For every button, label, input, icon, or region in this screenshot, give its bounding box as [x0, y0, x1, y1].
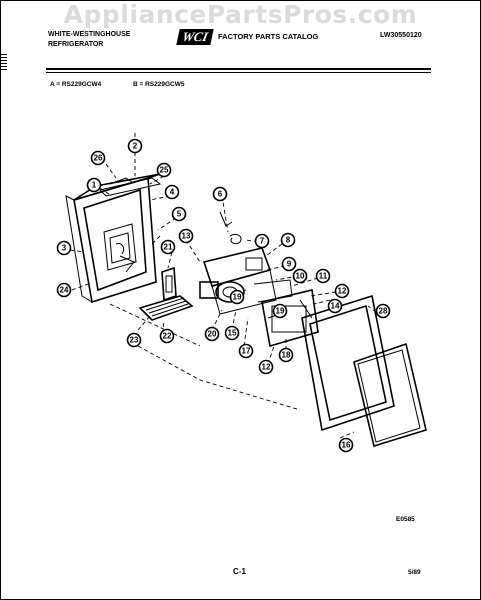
svg-text:8: 8: [286, 236, 291, 245]
svg-text:14: 14: [331, 302, 340, 311]
callout-27: 26: [90, 150, 106, 166]
svg-text:28: 28: [379, 307, 388, 316]
svg-text:12: 12: [262, 363, 271, 372]
binding-marks: [0, 54, 7, 76]
leader-lines: [69, 133, 377, 439]
svg-text:2: 2: [133, 142, 138, 151]
callout-2: 2: [127, 138, 143, 154]
header-rule: [46, 68, 431, 70]
svg-text:7: 7: [260, 237, 265, 246]
svg-text:15: 15: [228, 329, 237, 338]
svg-text:10: 10: [296, 272, 305, 281]
callout-4: 4: [164, 184, 180, 200]
callout-12: 12: [334, 283, 350, 299]
callout-16: 16: [338, 437, 354, 453]
callout-23: 22: [159, 328, 175, 344]
callout-11: 11: [315, 268, 331, 284]
svg-text:5: 5: [177, 210, 182, 219]
callout-10: 10: [292, 268, 308, 284]
svg-text:9: 9: [287, 260, 292, 269]
svg-text:12: 12: [338, 287, 347, 296]
spring-clip: [219, 211, 242, 245]
svg-text:11: 11: [319, 272, 328, 281]
model-b: B = RS229GCW5: [133, 81, 185, 88]
header-rule-thin: [46, 72, 431, 73]
callout-18: 18: [278, 347, 294, 363]
callout-22: 21: [160, 239, 176, 255]
page-number: C-1: [233, 567, 246, 576]
callout-1: 1: [86, 177, 102, 193]
callout-24: 23: [126, 332, 142, 348]
switch-bracket: [161, 266, 177, 302]
door-gasket-frame: [301, 294, 395, 432]
svg-text:16: 16: [342, 441, 351, 450]
svg-text:19: 19: [276, 307, 285, 316]
svg-text:20: 20: [208, 330, 217, 339]
catalog-title: FACTORY PARTS CATALOG: [218, 32, 319, 41]
callout-5: 5: [171, 206, 187, 222]
svg-text:17: 17: [242, 347, 251, 356]
diagram-code: E0585: [396, 516, 415, 523]
svg-text:21: 21: [164, 243, 173, 252]
door-panel: [353, 342, 427, 448]
top-cover: [73, 173, 162, 201]
callout-14: 14: [327, 298, 343, 314]
product-type: REFRIGERATOR: [48, 41, 104, 48]
callout-7: 7: [254, 233, 270, 249]
svg-text:3: 3: [62, 244, 67, 253]
catalog-number: LW30550120: [380, 32, 422, 39]
callout-13: 13: [178, 228, 194, 244]
svg-text:23: 23: [130, 336, 139, 345]
brand-name: WHITE-WESTINGHOUSE: [48, 31, 131, 38]
callout-26: 25: [156, 162, 172, 178]
callout-15: 15: [224, 325, 240, 341]
svg-text:4: 4: [170, 188, 175, 197]
svg-text:18: 18: [282, 351, 291, 360]
callout-8: 8: [280, 232, 296, 248]
model-a: A = RS229GCW4: [50, 81, 102, 88]
callout-6: 6: [212, 186, 228, 202]
svg-text:19: 19: [233, 293, 242, 302]
callout-25: 24: [56, 282, 72, 298]
drip-tray-grille: [138, 295, 194, 321]
callout-21: 20: [204, 326, 220, 342]
callout-20: 19: [229, 289, 245, 305]
svg-text:24: 24: [60, 286, 69, 295]
callout-12-lower: 12: [258, 359, 274, 375]
callout-19: 19: [272, 303, 288, 319]
callout-9: 9: [281, 256, 297, 272]
control-module: [261, 289, 319, 348]
callout-17: 17: [238, 343, 254, 359]
svg-text:6: 6: [218, 190, 223, 199]
callout-28: 28: [375, 303, 391, 319]
catalog-date: 5/89: [408, 569, 421, 576]
callout-3: 3: [56, 240, 72, 256]
svg-text:13: 13: [182, 232, 191, 241]
svg-text:1: 1: [92, 181, 97, 190]
watermark: AppliancePartsPros.com: [63, 0, 418, 29]
svg-text:22: 22: [163, 332, 172, 341]
svg-text:25: 25: [160, 166, 169, 175]
motor-assembly: [199, 247, 293, 315]
svg-text:26: 26: [94, 154, 103, 163]
